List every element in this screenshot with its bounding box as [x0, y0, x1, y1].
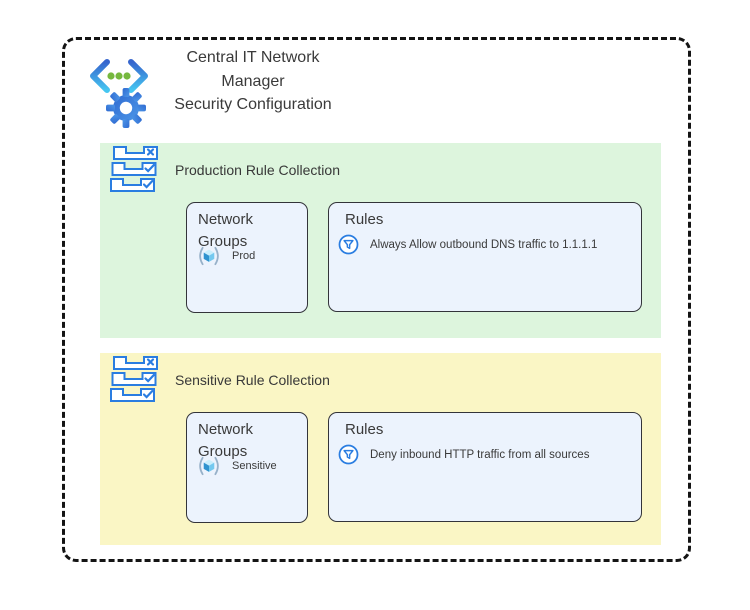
- rules-box: Rules Always Allow outbound DNS traffic …: [328, 202, 642, 312]
- network-group-cube-icon: [199, 246, 219, 266]
- network-groups-title: Network Groups: [198, 421, 254, 460]
- network-groups-box: Network Groups Prod: [186, 202, 308, 313]
- rule-collection-title: Production Rule Collection: [175, 162, 340, 178]
- x-mark: [146, 358, 155, 366]
- check-mark: [142, 180, 154, 189]
- code-brackets-icon: [90, 59, 148, 93]
- diagram-title-line: Central IT Network: [186, 49, 320, 66]
- network-groups-title: Network Groups: [198, 211, 254, 250]
- rule-filter-icon: [338, 444, 359, 465]
- diagram-title-line: Manager: [221, 72, 285, 90]
- network-groups-box: Network Groups Sensitive: [186, 412, 308, 523]
- rule-item: Deny inbound HTTP traffic from all sourc…: [338, 444, 589, 465]
- rule-filter-icon: [338, 234, 359, 255]
- rule-label: Deny inbound HTTP traffic from all sourc…: [370, 448, 590, 461]
- network-group-item: Sensitive: [196, 456, 277, 476]
- rules-box: Rules Deny inbound HTTP traffic from all…: [328, 412, 642, 522]
- network-group-item: Prod: [196, 246, 255, 266]
- diagram-title-line: Security Configuration: [174, 96, 332, 113]
- check-mark: [144, 374, 155, 383]
- network-group-cube-icon: [199, 456, 219, 476]
- network-group-label: Sensitive: [232, 460, 277, 472]
- rule-collection-icon: [110, 356, 158, 402]
- rules-title: Rules: [345, 211, 384, 228]
- rule-item: Always Allow outbound DNS traffic to 1.1…: [338, 234, 597, 255]
- rule-collection-icon: [110, 146, 158, 192]
- network-group-label: Prod: [232, 250, 256, 262]
- gear-icon: [106, 88, 146, 128]
- diagram-frame: [62, 37, 691, 562]
- rule-label: Always Allow outbound DNS traffic to 1.1…: [370, 238, 598, 251]
- sensitive-rule-collection-section: Sensitive Rule Collection Network Groups…: [100, 353, 661, 545]
- check-mark: [142, 390, 154, 399]
- network-manager-icon: [90, 59, 148, 128]
- rule-collection-title: Sensitive Rule Collection: [175, 372, 330, 388]
- production-rule-collection-section: Production Rule Collection Network Group…: [100, 143, 661, 338]
- x-mark: [146, 148, 155, 156]
- diagram-title: Central IT Network Manager Security Conf…: [143, 46, 363, 117]
- check-mark: [144, 164, 155, 173]
- rules-title: Rules: [345, 421, 384, 438]
